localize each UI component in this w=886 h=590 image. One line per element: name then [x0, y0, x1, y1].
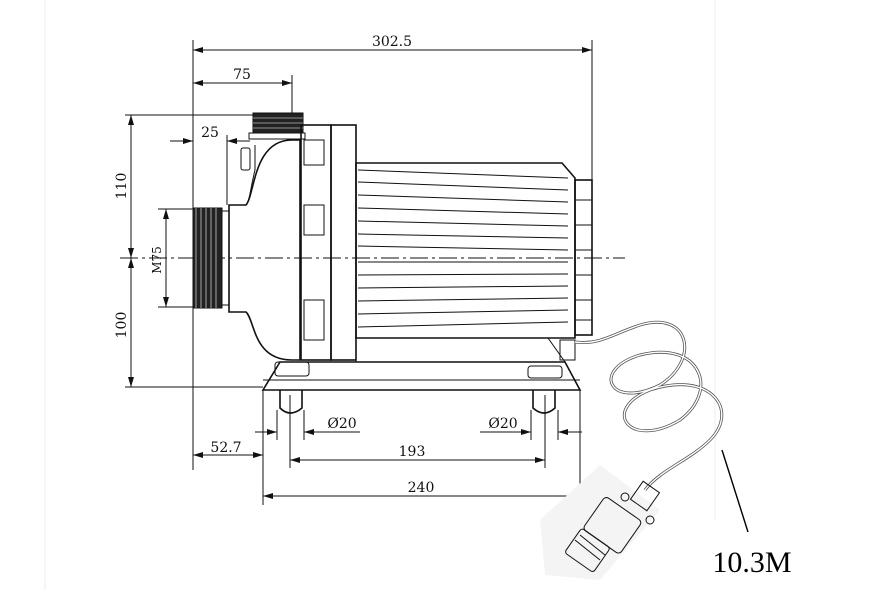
dim-base-offset: 52.7 [210, 440, 241, 456]
dim-height-lower: 100 [114, 312, 130, 339]
base-plate [261, 361, 582, 391]
cable-length-label: 10.3M [712, 546, 791, 579]
dim-foot-spacing: 193 [399, 444, 426, 460]
dim-base-length: 240 [408, 480, 435, 496]
dim-inlet-offset: 25 [201, 125, 219, 141]
dim-foot-dia-right: Ø20 [488, 416, 517, 432]
dim-foot-dia-left: Ø20 [327, 416, 356, 432]
dim-inlet-thread: M75 [150, 246, 164, 274]
power-cable [574, 320, 724, 491]
dim-outlet-offset: 75 [233, 67, 251, 83]
end-cap [574, 179, 593, 336]
dim-overall-length: 302.5 [372, 34, 412, 50]
inlet-thread [192, 207, 223, 309]
cooling-fins [357, 169, 569, 328]
foot-left [279, 390, 303, 414]
cable-leader-line [721, 449, 749, 533]
dimension-lines [128, 47, 592, 499]
pump-body [192, 112, 593, 414]
foot-right [532, 390, 556, 414]
dim-height-upper: 110 [114, 173, 130, 200]
cable-connector [540, 465, 661, 580]
